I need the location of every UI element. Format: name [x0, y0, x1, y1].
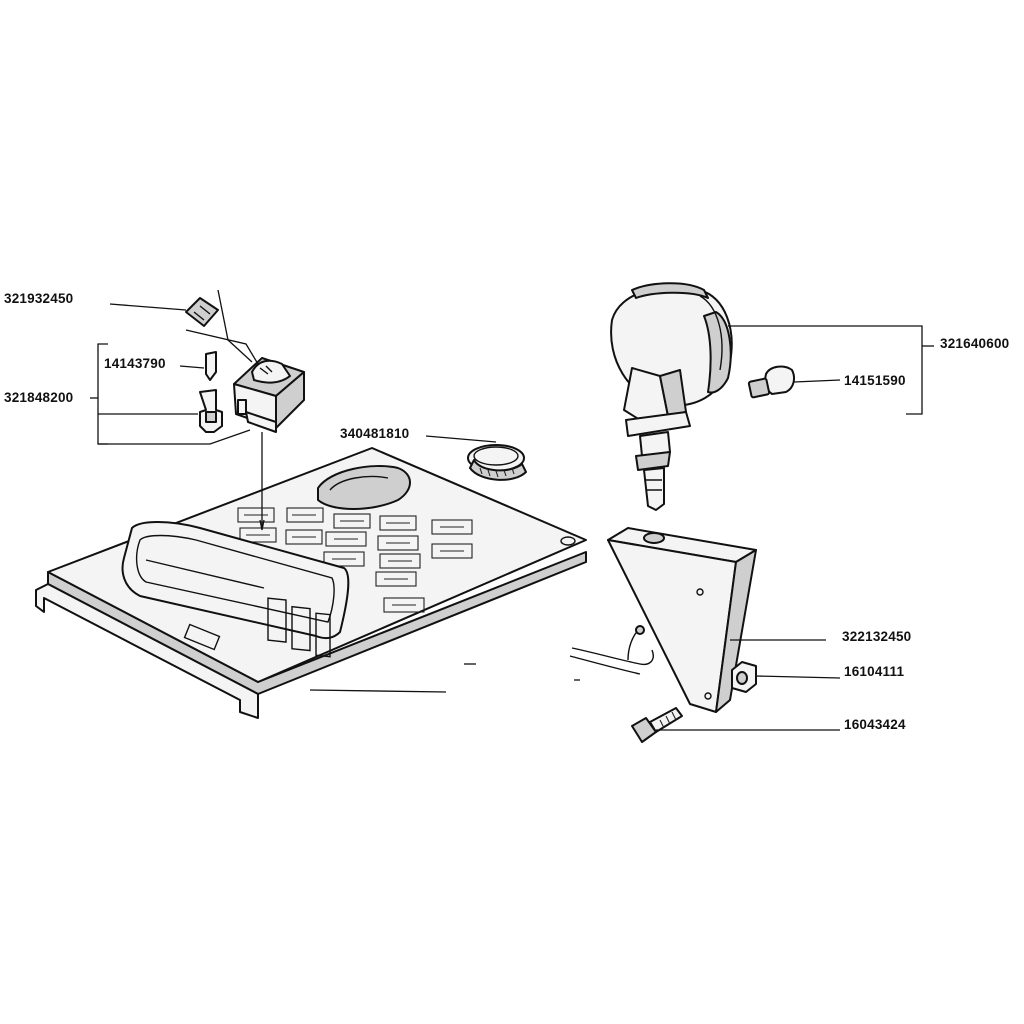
terminal-small	[205, 351, 217, 381]
wire-harness	[569, 625, 654, 675]
callout-14143790: 14143790	[104, 356, 166, 371]
connector	[199, 389, 223, 433]
callout-16043424: 16043424	[844, 717, 906, 732]
leader-lines	[90, 289, 934, 731]
callout-322132450: 322132450	[842, 629, 912, 644]
bulb	[747, 365, 795, 399]
hose-clamp	[467, 444, 527, 481]
switch-cap	[185, 297, 219, 327]
bolt	[631, 707, 683, 743]
callout-14151590: 14151590	[844, 373, 906, 388]
callout-16104111: 16104111	[844, 664, 905, 679]
work-lamp	[610, 282, 733, 511]
lamp-bracket	[607, 527, 757, 713]
rocker-switch	[233, 357, 305, 433]
nut	[731, 661, 757, 693]
callout-321932450: 321932450	[4, 291, 74, 306]
gauge-frame	[121, 521, 350, 658]
callout-340481810: 340481810	[340, 426, 410, 441]
callout-321848200: 321848200	[4, 390, 74, 405]
callout-321640600: 321640600	[940, 336, 1010, 351]
